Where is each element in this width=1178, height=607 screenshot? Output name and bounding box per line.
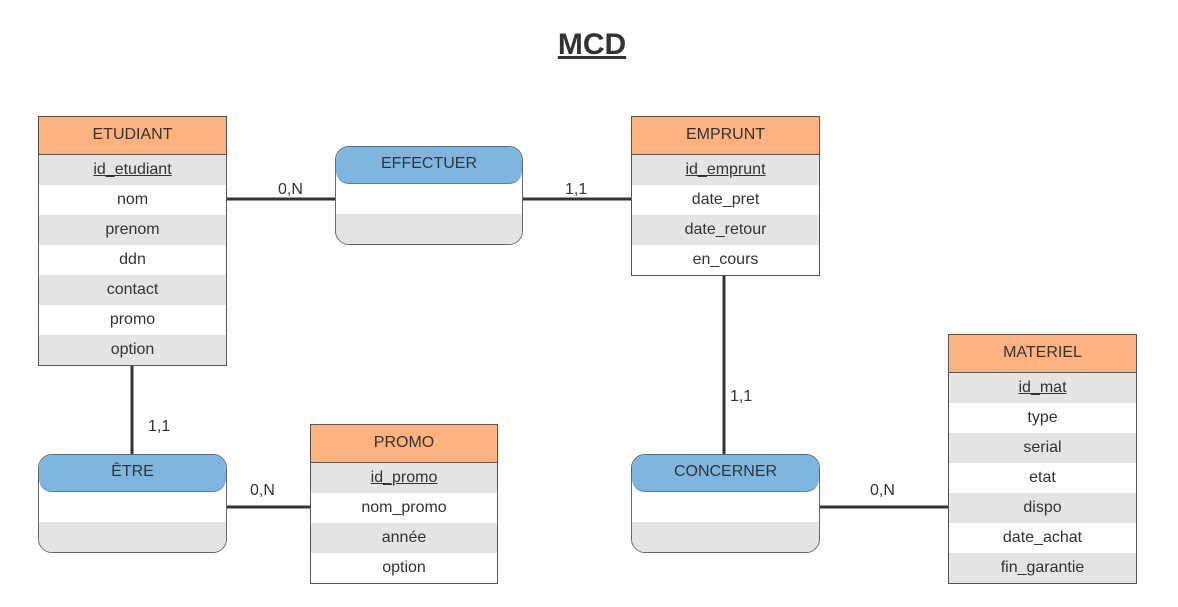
entity-emprunt-attr: date_pret xyxy=(691,191,760,208)
entity-etudiant-key: id_etudiant xyxy=(39,155,226,185)
entity-emprunt-attr: date_retour xyxy=(632,215,819,245)
association-concerner-row xyxy=(632,492,819,522)
association-etre-row xyxy=(39,492,226,522)
entity-promo-attr: année xyxy=(311,523,497,553)
entity-etudiant-attr: prenom xyxy=(39,215,226,245)
cardinality-effectuer-emprunt: 1,1 xyxy=(565,181,588,198)
entity-etudiant-attr: contact xyxy=(39,275,226,305)
entity-materiel[interactable]: MATERIEL id_mat type serial etat dispo d… xyxy=(948,334,1137,584)
entity-emprunt[interactable]: EMPRUNT id_emprunt date_pret date_retour… xyxy=(631,116,820,276)
entity-etudiant-name: ETUDIANT xyxy=(39,117,226,155)
association-effectuer-row xyxy=(336,184,522,214)
entity-etudiant-attr: ddn xyxy=(119,251,146,268)
association-concerner[interactable]: CONCERNER xyxy=(631,454,820,553)
association-etre-name: ÊTRE xyxy=(39,455,226,492)
entity-etudiant-attr: promo xyxy=(109,311,156,328)
entity-emprunt-key: id_emprunt xyxy=(632,155,819,185)
association-effectuer-name: EFFECTUER xyxy=(336,147,522,184)
cardinality-emprunt-concerner: 1,1 xyxy=(730,388,753,405)
association-effectuer[interactable]: EFFECTUER xyxy=(335,146,523,245)
entity-etudiant-attr: option xyxy=(39,335,226,365)
entity-emprunt-attr: en_cours xyxy=(692,251,759,268)
entity-emprunt-name: EMPRUNT xyxy=(632,117,819,155)
entity-materiel-attr: etat xyxy=(1029,469,1056,486)
association-etre[interactable]: ÊTRE xyxy=(38,454,227,553)
cardinality-etudiant-etre: 1,1 xyxy=(148,418,171,435)
cardinality-concerner-materiel: 0,N xyxy=(870,482,895,499)
entity-promo-name: PROMO xyxy=(311,425,497,463)
association-etre-row xyxy=(39,522,226,552)
cardinality-etre-promo: 0,N xyxy=(250,482,275,499)
entity-materiel-attr: fin_garantie xyxy=(949,553,1136,583)
entity-etudiant[interactable]: ETUDIANT id_etudiant nom prenom ddn cont… xyxy=(38,116,227,366)
entity-promo-attr: option xyxy=(382,559,426,576)
diagram-title: MCD xyxy=(557,28,627,61)
entity-promo-key: id_promo xyxy=(311,463,497,493)
entity-promo[interactable]: PROMO id_promo nom_promo année option xyxy=(310,424,498,584)
association-effectuer-row xyxy=(336,214,522,244)
entity-materiel-attr: serial xyxy=(949,433,1136,463)
association-concerner-name: CONCERNER xyxy=(632,455,819,492)
entity-materiel-key: id_mat xyxy=(949,373,1136,403)
entity-materiel-attr: dispo xyxy=(949,493,1136,523)
entity-promo-attr: nom_promo xyxy=(361,499,447,516)
association-concerner-row xyxy=(632,522,819,552)
entity-materiel-name: MATERIEL xyxy=(949,335,1136,373)
cardinality-etudiant-effectuer: 0,N xyxy=(278,181,303,198)
entity-materiel-attr: type xyxy=(1027,409,1058,426)
entity-etudiant-attr: nom xyxy=(116,191,149,208)
entity-materiel-attr: date_achat xyxy=(1002,529,1083,546)
